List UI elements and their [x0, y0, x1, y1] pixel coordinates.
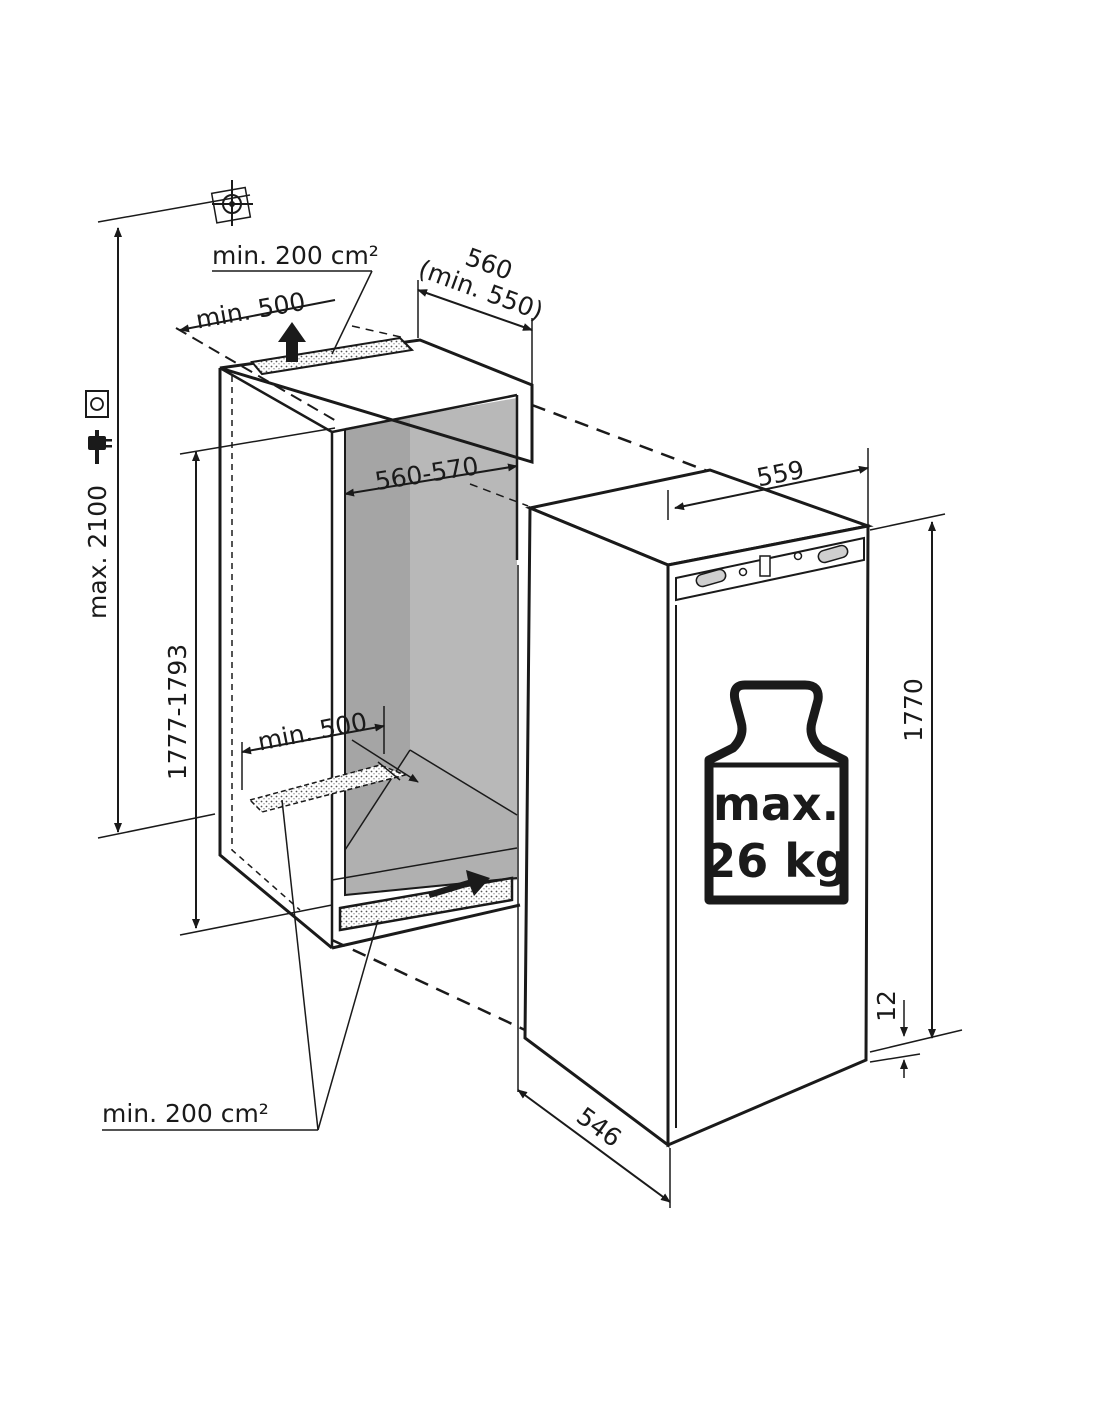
- indicator-light: [793, 551, 803, 561]
- appliance-width-label: 559: [754, 455, 806, 493]
- max-height-dimension: max. 2100: [83, 194, 251, 839]
- niche-height-label: 1777-1793: [163, 644, 192, 780]
- bottom-vent-area-callout: min. 200 cm²: [102, 799, 379, 1131]
- weight-icon: [704, 680, 849, 905]
- appliance-height-dimension: 1770: [869, 513, 963, 1053]
- appliance-height-label: 1770: [899, 678, 928, 742]
- niche-height-dimension: 1777-1793: [163, 427, 336, 936]
- indicator-light: [738, 567, 748, 577]
- bottom-vent-area-label: min. 200 cm²: [102, 1099, 269, 1128]
- center-alignment-icon: [210, 180, 253, 226]
- plinth-gap-dimension: 12: [869, 990, 921, 1078]
- plug-icon: [88, 430, 112, 464]
- refrigerator-appliance: max. 26 kg: [517, 468, 874, 1148]
- control-slot: [759, 555, 771, 577]
- door-weight-line2: 26 kg: [704, 834, 848, 888]
- plinth-gap-label: 12: [872, 990, 901, 1022]
- appliance-side: [523, 505, 670, 1148]
- door-weight-line1: max.: [713, 777, 839, 831]
- control-knob: [695, 568, 727, 588]
- niche-floor-shade: [345, 750, 517, 895]
- max-height-label: max. 2100: [83, 485, 112, 619]
- airflow-arrow-icon: [278, 322, 306, 362]
- top-vent-area-callout: min. 200 cm²: [212, 241, 379, 355]
- socket-icon: [85, 390, 109, 418]
- airflow-arrow-icon: [428, 870, 490, 898]
- rear-bottom-vent: [248, 764, 408, 813]
- control-panel: [675, 536, 865, 602]
- top-vent-slot: [250, 336, 415, 376]
- control-knob: [817, 544, 849, 564]
- top-vent-area-label: min. 200 cm²: [212, 241, 379, 270]
